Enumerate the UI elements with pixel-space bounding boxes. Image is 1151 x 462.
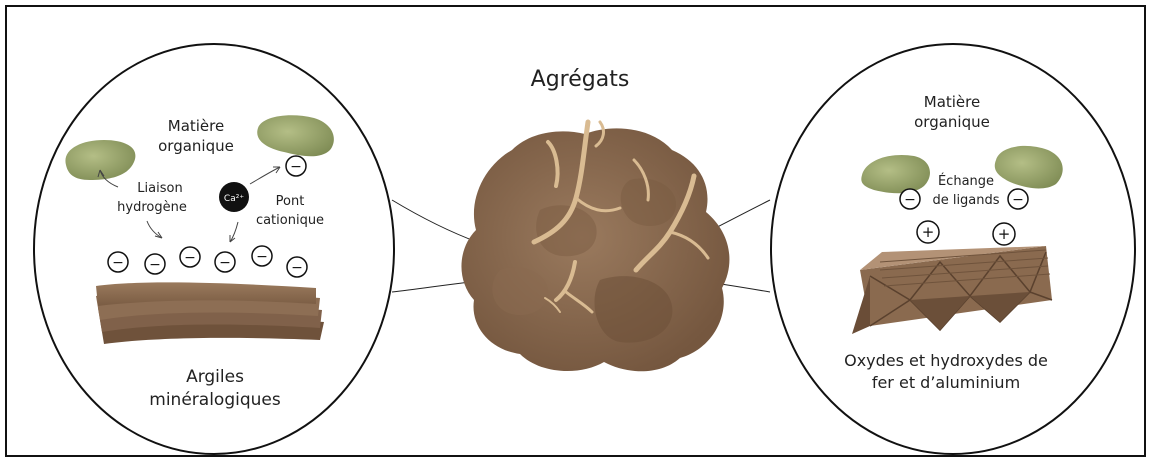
left-panel: Matière organique Liaison hydrogène Ca²⁺… [34,44,394,454]
right-organic-label-2: organique [914,113,990,131]
svg-text:+: + [998,225,1011,243]
svg-text:−: − [149,257,161,273]
hbond-label-2: hydrogène [117,200,187,215]
title-aggregates: Agrégats [531,67,630,92]
cation-bridge-label-2: cationique [256,213,324,228]
right-panel: Matière organique Échange de ligands − −… [771,44,1135,454]
ligand-exchange-label-1: Échange [938,173,994,189]
clay-label-2: minéralogiques [149,390,281,410]
svg-text:−: − [904,192,916,208]
left-organic-label-2: organique [158,137,234,155]
clay-label-1: Argiles [186,367,244,387]
svg-text:+: + [922,223,935,241]
svg-text:−: − [1012,192,1024,208]
calcium-label: Ca²⁺ [224,194,244,204]
left-organic-label-1: Matière [168,117,224,135]
cation-bridge-label-1: Pont [276,194,305,209]
svg-text:−: − [290,159,302,175]
right-organic-label-1: Matière [924,93,980,111]
aggregate-body [461,128,729,371]
aggregate: Agrégats [461,67,729,371]
svg-text:−: − [291,260,303,276]
svg-text:−: − [184,250,196,266]
ligand-exchange-label-2: de ligands [932,193,999,208]
hbond-label-1: Liaison [137,181,182,196]
clay-layers [96,282,324,344]
svg-text:−: − [112,255,124,271]
svg-text:−: − [256,249,268,265]
oxides-label-1: Oxydes et hydroxydes de [844,351,1048,370]
svg-text:−: − [219,255,231,271]
oxides-label-2: fer et d’aluminium [872,373,1020,392]
